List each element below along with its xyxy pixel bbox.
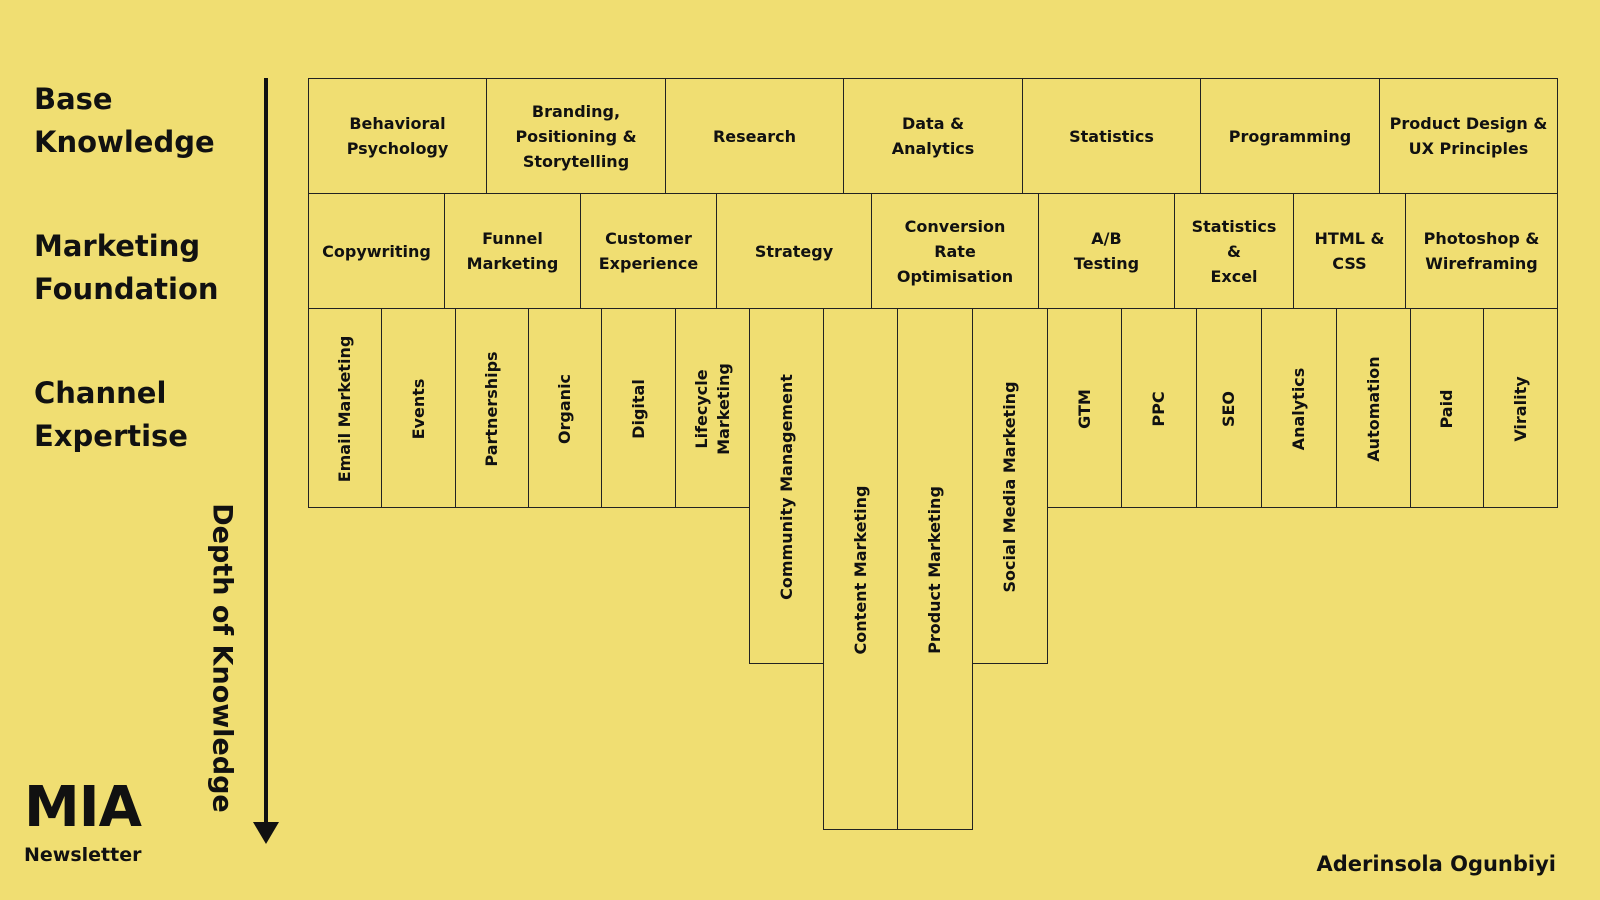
- foundation-cell-statistics-excel: Statistics & Excel: [1174, 193, 1294, 309]
- row-label-base-knowledge: Base Knowledge: [34, 82, 215, 159]
- foundation-cell-conversion-rate-optimisation: Conversion Rate Optimisation: [871, 193, 1039, 309]
- channel-column-label: Lifecycle Marketing: [691, 363, 733, 455]
- base-cell-label: Programming: [1228, 126, 1352, 146]
- foundation-cell-a-b-testing: A/B Testing: [1038, 193, 1175, 309]
- channel-column-label: Paid: [1437, 389, 1456, 429]
- channel-column-label: Social Media Marketing: [1000, 381, 1019, 593]
- foundation-cell-customer-experience: Customer Experience: [580, 193, 717, 309]
- row-label-marketing-foundation: Marketing Foundation: [34, 229, 219, 306]
- channel-column-content-marketing: Content Marketing: [823, 308, 898, 830]
- channel-column-partnerships: Partnerships: [455, 308, 529, 508]
- base-cell-label: Statistics: [1069, 126, 1154, 146]
- channel-column-label: GTM: [1074, 389, 1094, 429]
- channel-column-label: Product Marketing: [925, 486, 944, 654]
- row-label-channel-expertise: Channel Expertise: [34, 376, 188, 453]
- base-cell-programming: Programming: [1200, 78, 1380, 194]
- channel-column-label: Digital: [628, 379, 648, 439]
- channel-column-label: Automation: [1363, 356, 1383, 462]
- channel-column-label: SEO: [1219, 390, 1238, 428]
- foundation-cell-html-css: HTML & CSS: [1293, 193, 1406, 309]
- channel-column-automation: Automation: [1336, 308, 1411, 508]
- base-cell-label: Product Design & UX Principles: [1389, 114, 1548, 158]
- channel-column-seo: SEO: [1196, 308, 1262, 508]
- depth-arrow-head: [253, 822, 279, 844]
- foundation-cell-label: Copywriting: [322, 241, 431, 261]
- channel-column-product-marketing: Product Marketing: [897, 308, 973, 830]
- foundation-cell-label: Conversion Rate Optimisation: [896, 216, 1014, 286]
- base-cell-behavioral-psychology: Behavioral Psychology: [308, 78, 487, 194]
- depth-axis-line: [264, 78, 268, 826]
- base-cell-label: Data & Analytics: [891, 114, 975, 158]
- base-cell-product-design-ux-principles: Product Design & UX Principles: [1379, 78, 1558, 194]
- channel-column-social-media-marketing: Social Media Marketing: [972, 308, 1048, 664]
- foundation-cell-label: HTML & CSS: [1314, 229, 1385, 273]
- channel-column-label: Virality: [1510, 376, 1530, 442]
- base-cell-label: Branding, Positioning & Storytelling: [515, 101, 637, 171]
- base-cell-branding-positioning-storytelling: Branding, Positioning & Storytelling: [486, 78, 666, 194]
- foundation-cell-label: Strategy: [754, 241, 834, 261]
- foundation-cell-label: A/B Testing: [1073, 229, 1140, 273]
- channel-column-paid: Paid: [1410, 308, 1484, 508]
- foundation-cell-strategy: Strategy: [716, 193, 872, 309]
- foundation-cell-label: Funnel Marketing: [466, 229, 559, 273]
- channel-column-community-management: Community Management: [749, 308, 824, 664]
- channel-column-label: Community Management: [776, 374, 796, 600]
- channel-column-gtm: GTM: [1047, 308, 1122, 508]
- channel-column-analytics: Analytics: [1261, 308, 1337, 508]
- author-credit: Aderinsola Ogunbiyi: [1316, 852, 1556, 876]
- channel-column-ppc: PPC: [1121, 308, 1197, 508]
- channel-column-label: Analytics: [1289, 367, 1308, 451]
- mia-logo: MIA: [24, 775, 142, 840]
- foundation-cell-label: Customer Experience: [598, 229, 699, 273]
- channel-column-label: Content Marketing: [850, 485, 870, 655]
- foundation-cell-copywriting: Copywriting: [308, 193, 445, 309]
- channel-column-label: Events: [408, 378, 428, 440]
- foundation-cell-label: Statistics & Excel: [1191, 216, 1277, 286]
- base-cell-statistics: Statistics: [1022, 78, 1201, 194]
- base-cell-label: Behavioral Psychology: [346, 114, 449, 158]
- newsletter-logo-text: Newsletter: [24, 844, 142, 866]
- base-cell-data-analytics: Data & Analytics: [843, 78, 1023, 194]
- foundation-cell-photoshop-wireframing: Photoshop & Wireframing: [1405, 193, 1558, 309]
- base-cell-label: Research: [712, 126, 797, 146]
- channel-column-virality: Virality: [1483, 308, 1558, 508]
- channel-column-email-marketing: Email Marketing: [308, 308, 382, 508]
- channel-column-digital: Digital: [601, 308, 676, 508]
- channel-column-label: Email Marketing: [335, 335, 354, 483]
- foundation-cell-label: Photoshop & Wireframing: [1423, 229, 1540, 273]
- channel-column-lifecycle-marketing: Lifecycle Marketing: [675, 308, 750, 508]
- base-cell-research: Research: [665, 78, 844, 194]
- channel-column-label: Partnerships: [482, 351, 501, 467]
- channel-column-organic: Organic: [528, 308, 602, 508]
- foundation-cell-funnel-marketing: Funnel Marketing: [444, 193, 581, 309]
- channel-column-label: Organic: [555, 373, 574, 445]
- channel-column-label: PPC: [1149, 391, 1168, 427]
- depth-axis-label: Depth of Knowledge: [206, 503, 238, 813]
- channel-column-events: Events: [381, 308, 456, 508]
